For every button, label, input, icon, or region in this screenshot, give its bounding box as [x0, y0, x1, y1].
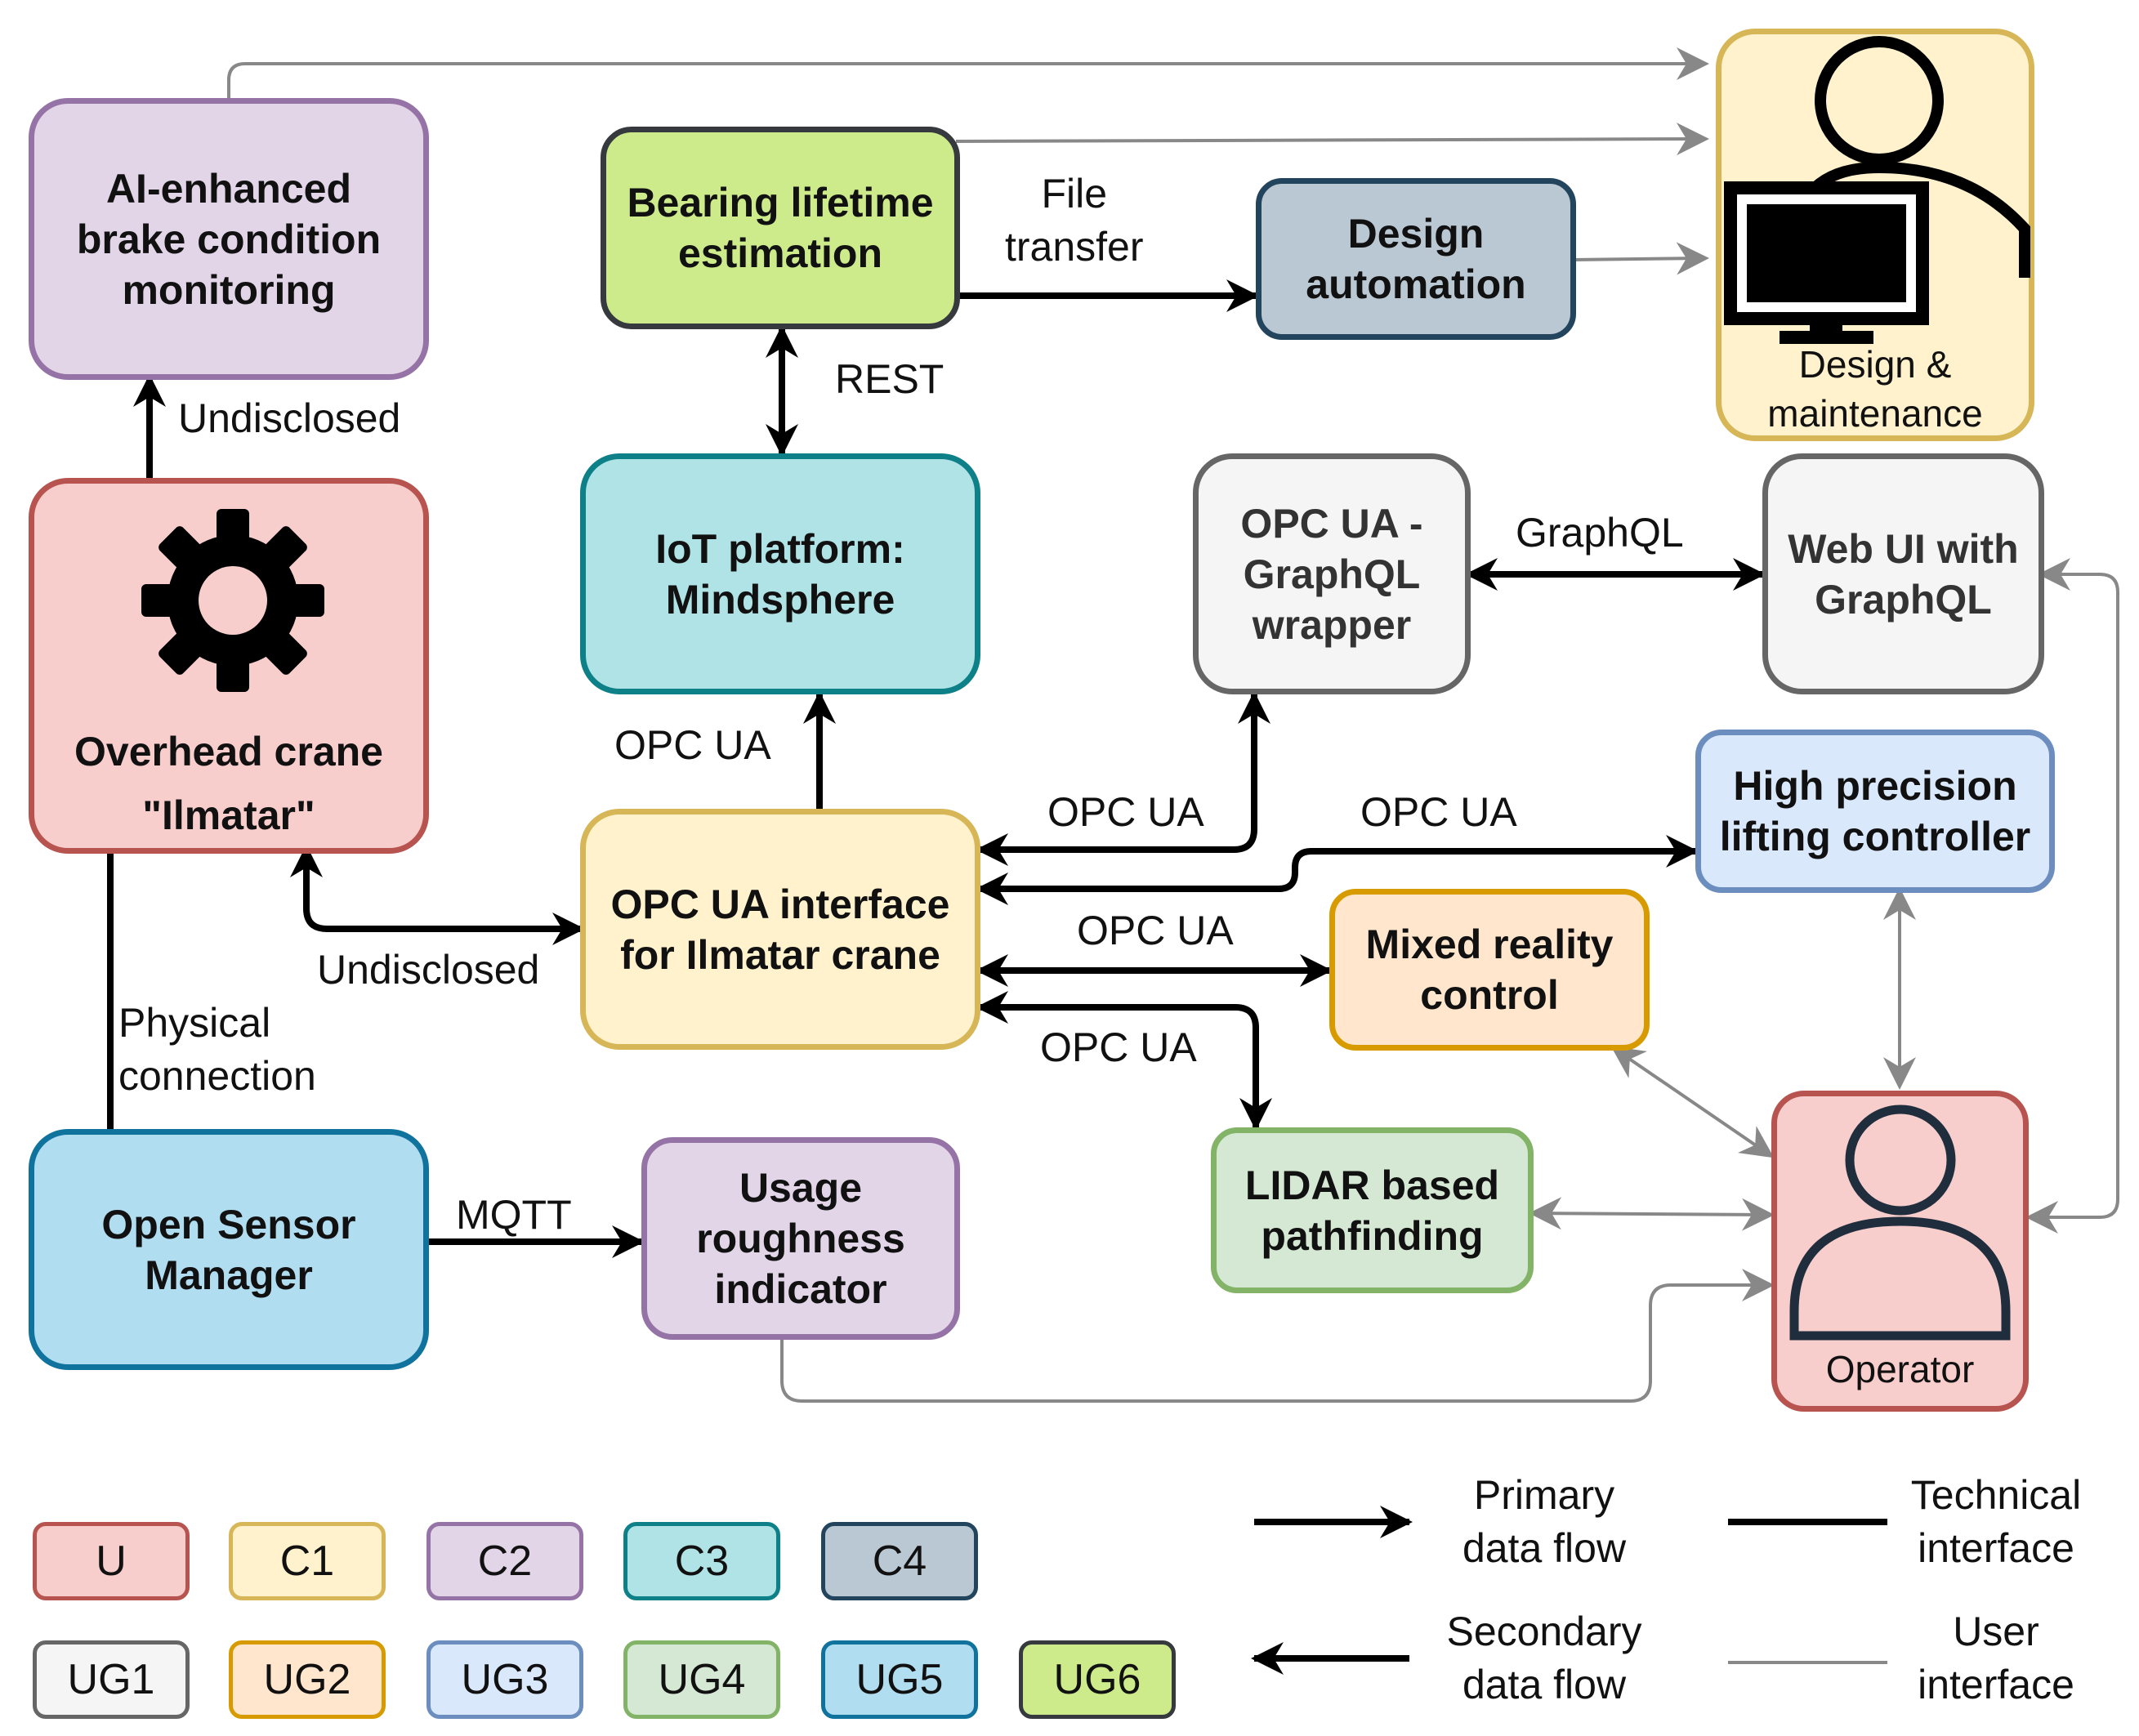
- node-open-sensor-manager: Open Sensor Manager: [29, 1129, 429, 1370]
- node-high-precision-controller: High precision lifting controller: [1695, 730, 2055, 893]
- legend-lines: [1251, 1506, 1887, 1675]
- legend-swatch-ug5: UG5: [821, 1640, 978, 1719]
- label-opcua-wrapper: OPC UA: [1047, 789, 1204, 835]
- user-interface-lines: [227, 47, 2119, 1403]
- legend-user-label: User interface: [1918, 1609, 2074, 1707]
- legend-swatch-c4: C4: [821, 1522, 978, 1600]
- label-opcua-iot: OPC UA: [614, 722, 771, 768]
- edge-mixed-operator: [1610, 1046, 1775, 1158]
- label-opcua-hplc: OPC UA: [1360, 789, 1517, 835]
- label-rest: REST: [835, 356, 944, 402]
- operator-label: Operator: [1825, 1348, 1975, 1390]
- legend-swatch-c2: C2: [426, 1522, 583, 1600]
- legend-secondary-label: Secondary data flow: [1446, 1609, 1642, 1707]
- edge-webui-operator: [2025, 558, 2119, 1234]
- node-opcua-interface: OPC UA interface for Ilmatar crane: [580, 809, 980, 1050]
- label-physical-connection: Physical connection: [118, 1000, 316, 1099]
- edge-opcua-hplc: [976, 835, 1699, 905]
- label-mqtt: MQTT: [456, 1192, 572, 1238]
- node-graphql-wrapper: OPC UA - GraphQL wrapper: [1193, 453, 1471, 694]
- gear-icon: [141, 509, 324, 692]
- node-bearing-lifetime: Bearing lifetime estimation: [601, 127, 960, 329]
- overhead-crane-label: Overhead crane "Ilmatar": [74, 729, 383, 838]
- user-icon: [1789, 1105, 2011, 1341]
- edge-crane-opcua: [290, 845, 585, 945]
- node-usage-roughness: Usage roughness indicator: [641, 1137, 960, 1340]
- edge-bearing-to-design: [955, 123, 1709, 156]
- legend-swatch-u: U: [33, 1522, 190, 1600]
- technical-interface-lines: [107, 279, 1766, 1258]
- label-opcua-lidar: OPC UA: [1040, 1024, 1197, 1070]
- node-design-maintenance: Design & maintenance: [1716, 29, 2034, 441]
- edge-usage-to-operator: [780, 1269, 1775, 1403]
- label-opcua-mixed: OPC UA: [1077, 908, 1234, 953]
- legend-swatch-ug2: UG2: [229, 1640, 386, 1719]
- edge-opcua-lidar: [976, 991, 1272, 1131]
- user-at-computer-icon: [1724, 36, 2030, 344]
- node-mixed-reality: Mixed reality control: [1329, 889, 1650, 1051]
- node-iot-platform: IoT platform: Mindsphere: [580, 453, 980, 694]
- label-file-transfer: File transfer: [1005, 171, 1144, 270]
- legend-swatch-ug1: UG1: [33, 1640, 190, 1719]
- edge-lidar-operator: [1529, 1197, 1775, 1231]
- design-maintenance-label: Design & maintenance: [1767, 343, 1983, 435]
- node-web-ui-graphql: Web UI with GraphQL: [1762, 453, 2044, 694]
- node-ai-brake-monitoring: AI-enhanced brake condition monitoring: [29, 98, 429, 380]
- edge-ai-to-design: [227, 47, 1709, 98]
- label-undisclosed-top: Undisclosed: [178, 395, 401, 441]
- node-operator: Operator: [1771, 1091, 2029, 1412]
- label-undisclosed-mid: Undisclosed: [317, 947, 540, 993]
- edge-designauto-to-design: [1572, 242, 1709, 275]
- node-overhead-crane: Overhead crane "Ilmatar": [29, 478, 429, 854]
- legend-swatch-c3: C3: [623, 1522, 780, 1600]
- legend-swatch-ug3: UG3: [426, 1640, 583, 1719]
- label-graphql: GraphQL: [1516, 510, 1684, 556]
- legend-primary-label: Primary data flow: [1462, 1472, 1627, 1571]
- legend-swatch-c1: C1: [229, 1522, 386, 1600]
- node-lidar-pathfinding: LIDAR based pathfinding: [1211, 1127, 1534, 1293]
- legend-swatch-ug4: UG4: [623, 1640, 780, 1719]
- legend-swatch-ug6: UG6: [1019, 1640, 1176, 1719]
- node-design-automation: Design automation: [1256, 178, 1576, 340]
- legend-technical-label: Technical interface: [1910, 1472, 2082, 1571]
